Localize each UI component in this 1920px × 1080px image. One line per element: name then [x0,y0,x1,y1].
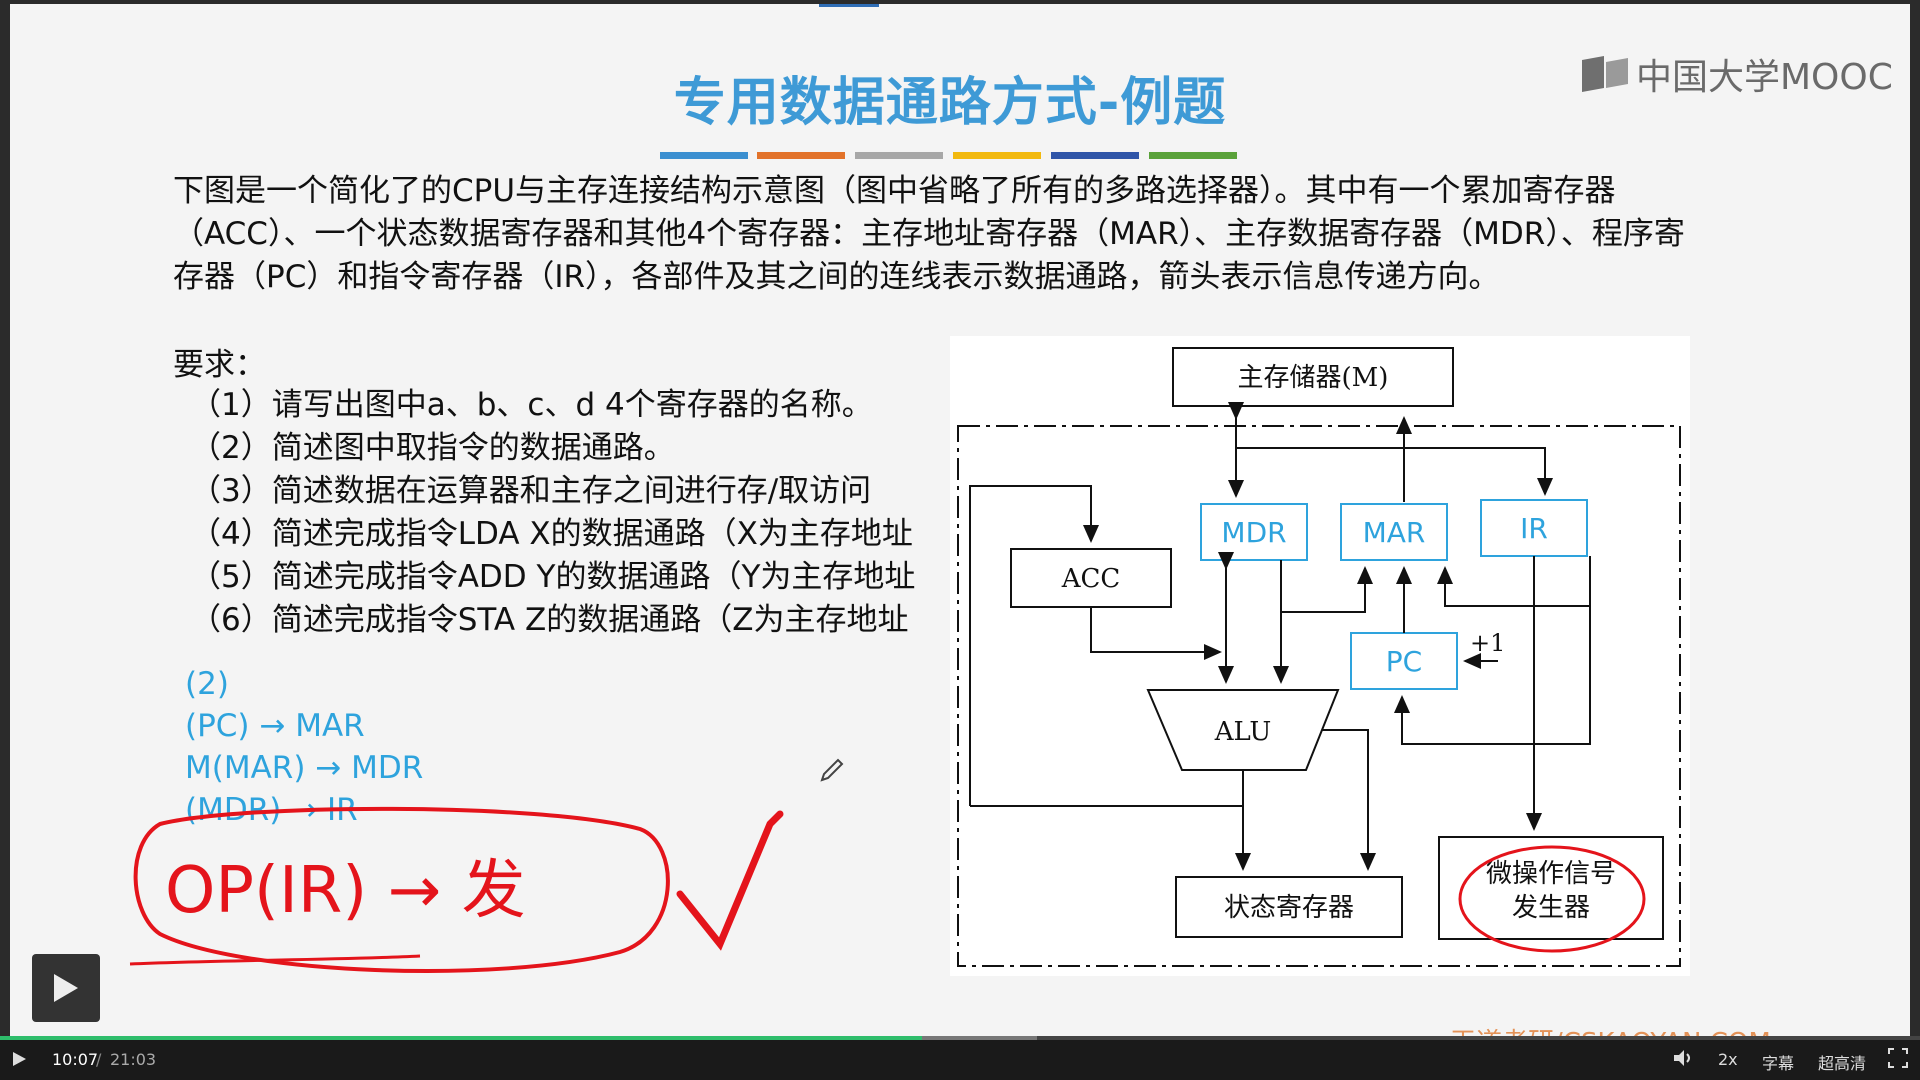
ir-box [1480,499,1588,557]
plus-one-label: +1 [1470,629,1505,657]
player-controls: 10:07 / 21:03 2x 字幕 超高清 [0,1036,1920,1080]
play-small-icon [13,1052,26,1066]
lecture-slide: 中国大学MOOC 专用数据通路方式-例题 下图是一个简化了的CPU与主存连接结构… [10,4,1910,1036]
fullscreen-button[interactable] [1888,1048,1908,1068]
speed-button[interactable]: 2x [1718,1050,1738,1069]
requirement-item: （6）简述完成指令STA Z的数据通路（Z为主存地址 [190,602,909,638]
requirement-item: （5）简述完成指令ADD Y的数据通路（Y为主存地址 [190,559,916,595]
requirement-item: （1）请写出图中a、b、c、d 4个寄存器的名称。 [190,387,873,423]
mdr-box [1200,503,1308,561]
problem-paragraph: 下图是一个简化了的CPU与主存连接结构示意图（图中省略了所有的多路选择器）。其中… [173,173,1685,295]
requirement-item: （4）简述完成指令LDA X的数据通路（X为主存地址 [190,516,913,552]
duration: 21:03 [110,1050,157,1069]
answer-heading: (2) [185,666,229,702]
answer-step: (PC) → MAR [185,708,365,744]
play-icon [54,974,78,1002]
cpu-diagram-svg: 主存储器(M) MDR MAR IR ACC PC +1 ALU [957,347,1681,967]
handwriting-annotation: OP(IR) → 发 [129,806,784,974]
slide-top-marker [819,4,879,7]
pc-label: PC [1386,645,1422,678]
handwriting-text: OP(IR) → 发 [165,854,526,928]
quality-button[interactable]: 超高清 [1818,1054,1867,1073]
alu-label: ALU [1214,717,1272,747]
pc-box [1350,632,1458,690]
acc-label: ACC [1061,564,1121,594]
title-colorbar-orange [757,152,845,159]
volume-icon [1674,1050,1684,1066]
cpu-boundary [957,425,1681,967]
memory-box [1172,347,1454,407]
status-register-box [1175,876,1403,938]
title-colorbar-yellow [953,152,1041,159]
status-register-label: 状态寄存器 [1224,893,1354,923]
title-colorbar-green [1149,152,1237,159]
title-colorbar-gray [855,152,943,159]
requirements-label: 要求： [173,347,266,383]
mooc-logo-text: 中国大学MOOC [1636,57,1893,98]
answer-step: M(MAR) → MDR [185,750,424,786]
mooc-book-icon [1582,56,1628,92]
acc-box [1010,548,1172,608]
mooc-logo: 中国大学MOOC [1580,48,1893,100]
progress-played [0,1036,922,1040]
slide-title: 专用数据通路方式-例题 [673,73,1227,133]
video-stage[interactable]: 中国大学MOOC 专用数据通路方式-例题 下图是一个简化了的CPU与主存连接结构… [0,0,1920,1040]
micro-op-generator-box [1438,836,1664,940]
cpu-diagram: 主存储器(M) MDR MAR IR ACC PC +1 ALU [950,336,1690,976]
requirement-item: （2）简述图中取指令的数据通路。 [190,430,675,466]
mdr-label: MDR [1221,516,1286,549]
time-separator: / [96,1050,102,1069]
title-colorbar-navy [1051,152,1139,159]
fullscreen-icon [1888,1048,1908,1068]
handwritten-circle [1458,845,1646,953]
pen-cursor-icon [820,758,844,782]
subtitles-button[interactable]: 字幕 [1762,1054,1795,1073]
current-time: 10:07 [52,1050,99,1069]
watermark-text: 王道考研/CSKAOYAN.COM [1450,1022,1771,1036]
requirement-item: （3）简述数据在运算器和主存之间进行存/取访问 [190,473,872,509]
memory-label: 主存储器(M) [1238,363,1389,393]
mar-box [1340,503,1448,561]
play-pause-button[interactable] [10,1050,28,1068]
mar-label: MAR [1363,516,1426,549]
micro-op-label-line2: 发生器 [1512,893,1590,923]
big-play-button[interactable] [32,954,100,1022]
ir-label: IR [1520,512,1548,545]
volume-button[interactable] [1672,1048,1694,1068]
micro-op-label-line1: 微操作信号 [1486,859,1616,889]
alu-shape [1146,689,1340,771]
title-colorbar-blue [660,152,748,159]
